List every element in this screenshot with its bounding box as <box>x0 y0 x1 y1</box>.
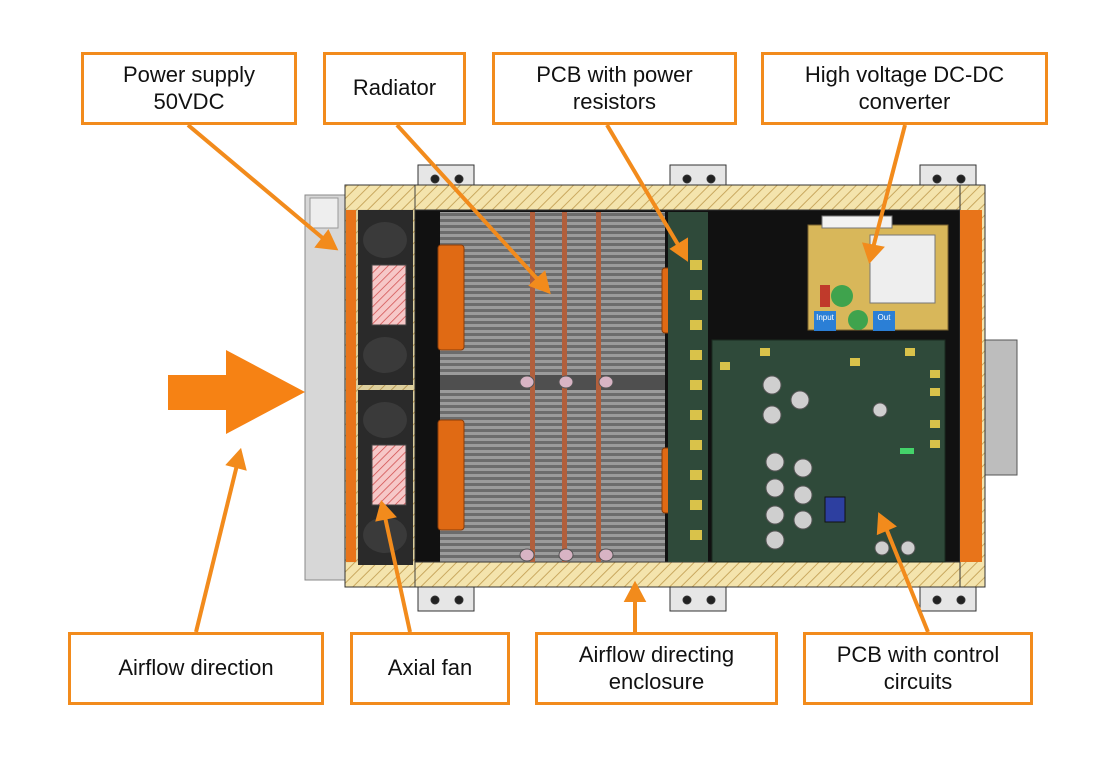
label-airflow-direction: Airflow direction <box>68 632 324 705</box>
label-power-supply: Power supply 50VDC <box>81 52 297 125</box>
airflow-arrow <box>168 350 305 434</box>
pcb-control <box>711 339 946 563</box>
label-axial-fan: Axial fan <box>350 632 510 705</box>
end-plate <box>304 194 346 581</box>
label-airflow-enclosure: Airflow directing enclosure <box>535 632 778 705</box>
axial-fans <box>358 210 413 565</box>
label-pcb-control: PCB with control circuits <box>803 632 1033 705</box>
side-strip-left <box>346 210 356 562</box>
label-hv-dcdc: High voltage DC-DC converter <box>761 52 1048 125</box>
label-pcb-power-resistors: PCB with power resistors <box>492 52 737 125</box>
leader-lines <box>186 123 930 633</box>
pcb-power-resistors <box>668 212 708 562</box>
label-radiator: Radiator <box>323 52 466 125</box>
input-marking: Input <box>816 313 835 322</box>
radiator <box>437 212 685 562</box>
hv-dcdc-converter: Input Out <box>807 215 949 331</box>
out-marking: Out <box>878 313 892 322</box>
side-strip-right <box>960 210 982 562</box>
